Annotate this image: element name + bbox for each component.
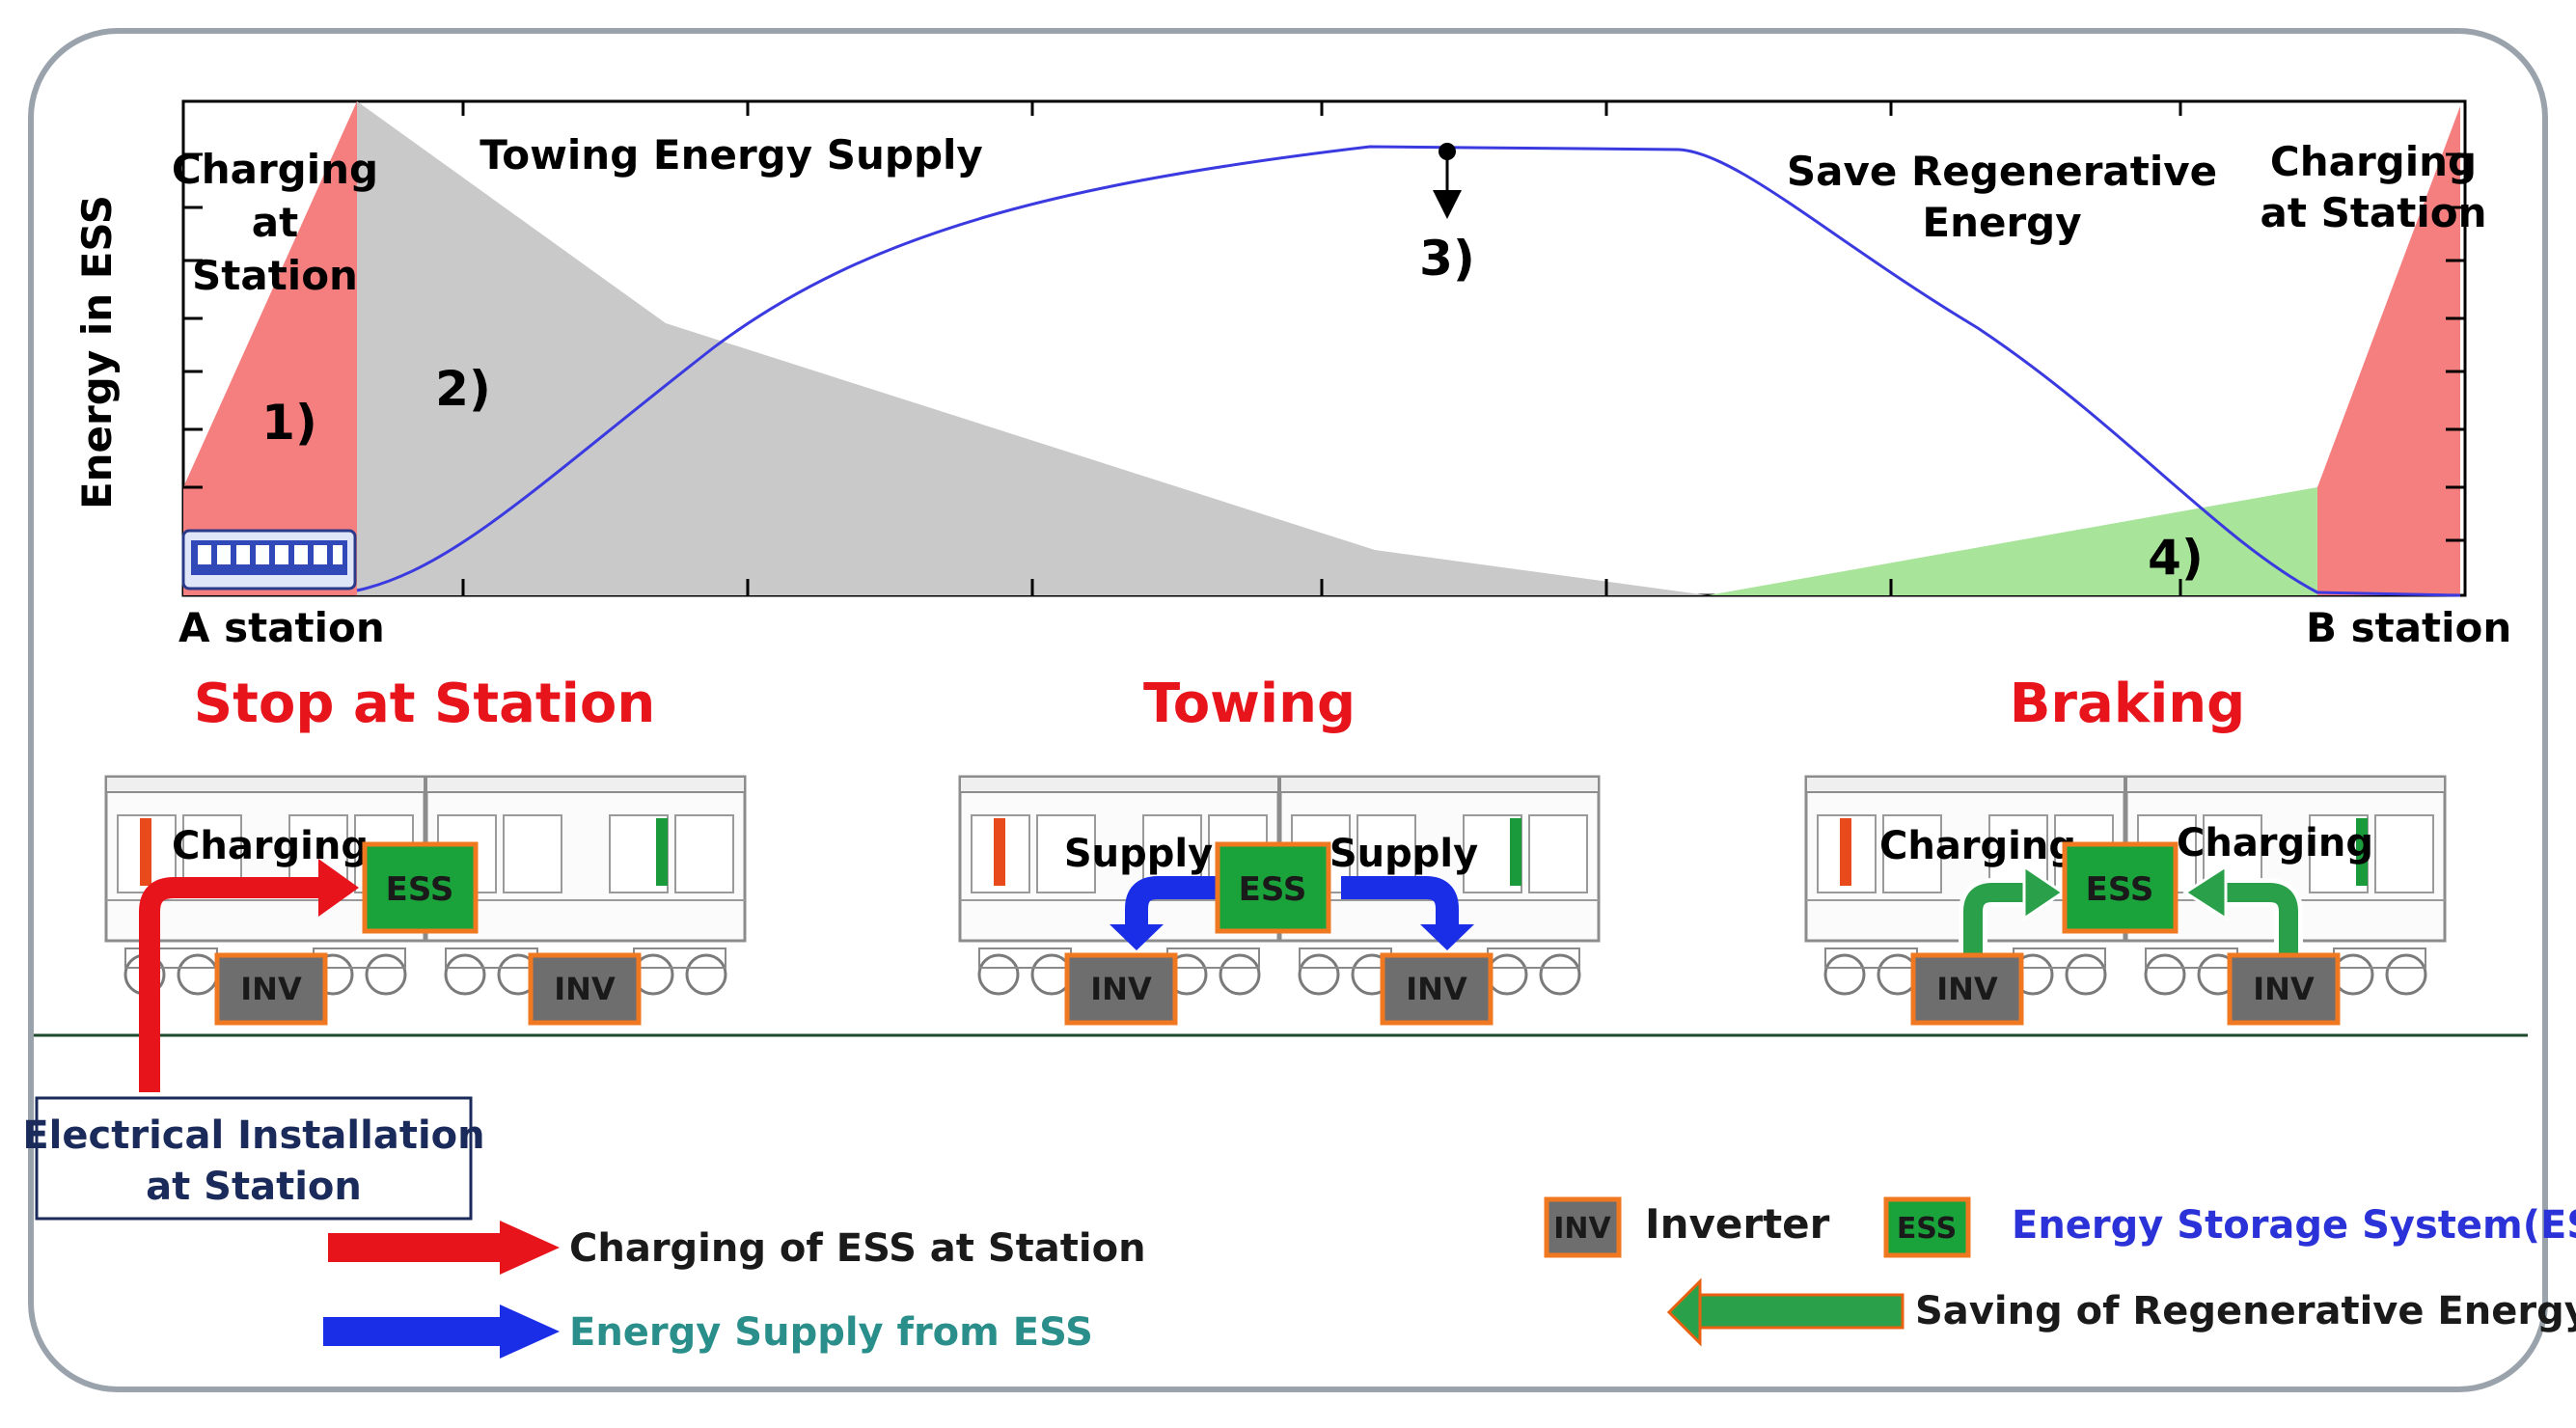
ess-block-braking: ESS <box>2062 841 2179 934</box>
marker-2: 2) <box>435 361 491 417</box>
towing-supply-label-1: Supply <box>1064 832 1213 876</box>
inv-block-stop-2: INV <box>528 952 642 1026</box>
svg-text:Charging: Charging <box>2270 138 2477 185</box>
towing-supply-label: Towing Energy Supply <box>480 131 983 178</box>
towing-supply-label-2: Supply <box>1329 832 1478 876</box>
svg-text:Saving of Regenerative Energy: Saving of Regenerative Energy <box>1915 1289 2576 1333</box>
save-regenerative-label: Save Regenerative Energy <box>1787 148 2217 246</box>
svg-text:ESS: ESS <box>1239 870 1307 909</box>
energy-plot <box>181 99 2467 597</box>
svg-text:at: at <box>252 199 298 246</box>
station-installation-box: Electrical Installation at Station <box>22 1096 485 1221</box>
mode-title-towing: Towing <box>1143 673 1356 735</box>
svg-text:INV: INV <box>554 971 616 1007</box>
regen-arrow-left-fill <box>1963 883 2026 955</box>
ess-block-stop: ESS <box>362 841 479 934</box>
svg-text:INV: INV <box>1936 971 1998 1007</box>
inv-block-towing-2: INV <box>1380 952 1494 1026</box>
marker-1: 1) <box>261 395 317 451</box>
train-towing <box>958 775 1601 996</box>
peak-marker <box>1439 143 1456 160</box>
svg-text:at Station: at Station <box>2261 189 2487 236</box>
svg-text:Save Regenerative: Save Regenerative <box>1787 148 2217 195</box>
inv-block-towing-1: INV <box>1064 952 1178 1026</box>
station-a-label: A station <box>178 604 385 651</box>
train-icon <box>181 529 357 590</box>
svg-text:INV: INV <box>240 971 302 1007</box>
stop-charging-label: Charging <box>172 824 369 868</box>
supply-arrowhead-right <box>1420 924 1474 950</box>
svg-text:INV: INV <box>1090 971 1152 1007</box>
charging-label-b: Charging at Station <box>2261 138 2487 236</box>
station-b-label: B station <box>2306 604 2511 651</box>
train-stop <box>104 775 747 996</box>
svg-text:Electrical Installation: Electrical Installation <box>22 1113 484 1158</box>
charging-area-b <box>2317 106 2460 595</box>
legend-charging: Charging of ESS at Station <box>328 1221 1146 1275</box>
train-braking <box>1804 775 2447 996</box>
svg-text:ESS: ESS <box>386 870 454 909</box>
mode-title-braking: Braking <box>2010 673 2245 735</box>
mode-title-stop: Stop at Station <box>194 673 655 735</box>
supply-arrowhead-left <box>1110 924 1164 950</box>
braking-charging-label-1: Charging <box>1879 824 2076 868</box>
svg-text:Inverter: Inverter <box>1645 1200 1830 1248</box>
svg-text:Energy: Energy <box>1922 199 2081 246</box>
svg-text:ESS: ESS <box>1897 1212 1957 1246</box>
towing-supply-area <box>357 101 1708 595</box>
legend-inverter: INV Inverter <box>1544 1196 1830 1258</box>
regen-arrowhead-left <box>2022 864 2066 921</box>
svg-text:at Station: at Station <box>146 1165 362 1209</box>
y-axis-label: Energy in ESS <box>73 195 121 509</box>
svg-text:Station: Station <box>192 252 358 299</box>
charging-arrowhead-stop <box>318 859 359 917</box>
regenerative-area <box>1708 487 2317 595</box>
inv-block-stop-1: INV <box>214 952 328 1026</box>
legend-supply: Energy Supply from ESS <box>323 1304 1093 1359</box>
charging-arrow-stop <box>139 877 318 1092</box>
charging-area-a <box>183 101 357 595</box>
svg-text:INV: INV <box>2253 971 2315 1007</box>
svg-text:Charging: Charging <box>172 146 378 193</box>
legend-ess: ESS Energy Storage System(ESS) <box>1883 1196 2576 1258</box>
svg-text:Energy Supply from ESS: Energy Supply from ESS <box>569 1310 1093 1355</box>
svg-text:INV: INV <box>1406 971 1467 1007</box>
regen-arrowhead-right <box>2182 864 2228 921</box>
ess-block-towing: ESS <box>1215 841 1331 934</box>
svg-text:Energy Storage System(ESS): Energy Storage System(ESS) <box>2012 1203 2576 1248</box>
marker-4: 4) <box>2148 530 2204 586</box>
energy-curve <box>356 145 2461 597</box>
svg-text:INV: INV <box>1553 1212 1611 1246</box>
svg-text:ESS: ESS <box>2086 870 2154 909</box>
legend-regen: Saving of Regenerative Energy <box>1666 1277 2576 1362</box>
svg-text:Charging of ESS at Station: Charging of ESS at Station <box>569 1226 1146 1271</box>
inv-block-braking-1: INV <box>1910 952 2024 1026</box>
supply-arrow-right <box>1341 876 1459 926</box>
braking-charging-label-2: Charging <box>2177 821 2373 865</box>
supply-arrow-left <box>1125 876 1218 926</box>
inv-block-braking-2: INV <box>2227 952 2341 1026</box>
marker-3: 3) <box>1419 231 1475 287</box>
charging-label-a: Charging at Station <box>172 146 378 299</box>
regen-arrow-right-fill <box>2224 883 2298 955</box>
